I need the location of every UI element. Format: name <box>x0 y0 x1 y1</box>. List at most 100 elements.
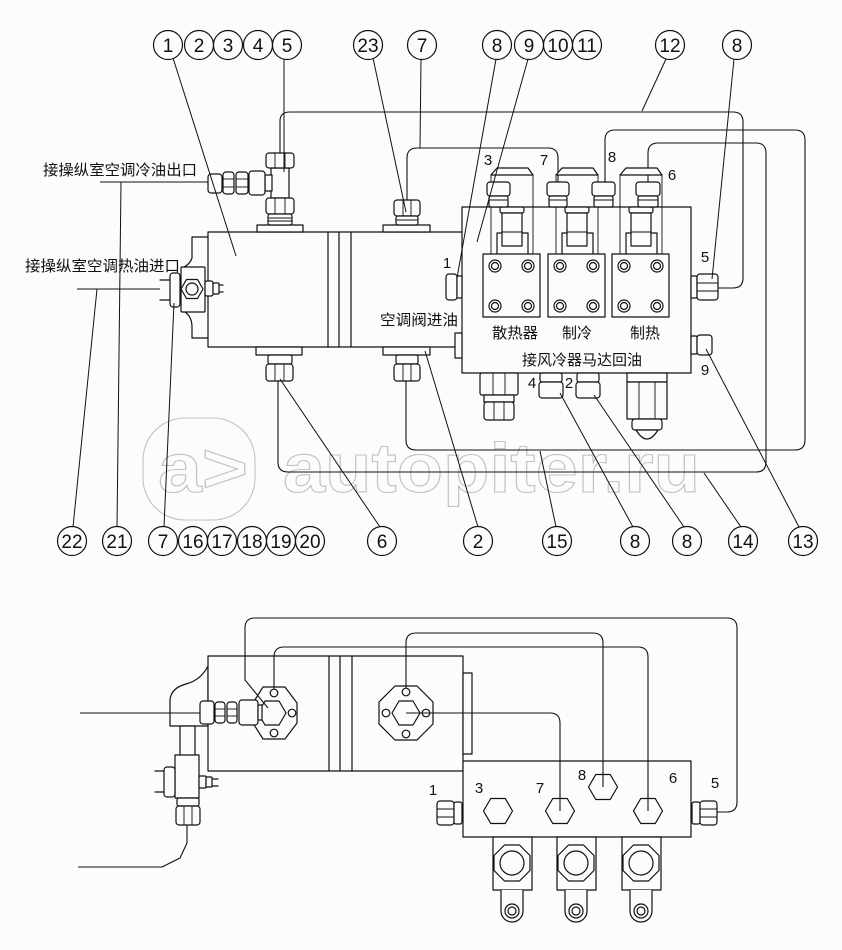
callout-circle <box>541 525 573 557</box>
fitting-23-adapter <box>395 215 419 226</box>
port-2-nut <box>575 381 601 399</box>
connector-eye <box>504 903 520 919</box>
callout-3: 3 <box>212 29 244 61</box>
chain-nut <box>199 700 215 725</box>
callout-number: 7 <box>158 532 169 553</box>
callout-8-b: 8 <box>721 29 753 61</box>
bolt-hole <box>401 729 411 739</box>
fitting-6-nut <box>265 363 294 382</box>
leader-13 <box>705 348 800 528</box>
label-ac-valve-oil-inlet: 空调阀进油 <box>380 311 458 329</box>
callout-number: 14 <box>732 532 754 553</box>
callout-number: 22 <box>61 532 82 553</box>
connector-eye-inner <box>507 906 517 916</box>
callout-circle <box>721 29 753 61</box>
label-cold-oil-outlet: 接操纵室空调冷油出口 <box>43 161 197 179</box>
body-side-bump <box>169 665 209 727</box>
chain-nut <box>222 171 235 195</box>
callout-number: 4 <box>253 36 264 57</box>
callout-circle <box>481 29 513 61</box>
callout-17: 17 <box>206 525 238 557</box>
pipes-top-view <box>77 111 806 473</box>
callout-number: 10 <box>547 36 568 57</box>
callout-19: 19 <box>265 525 297 557</box>
solenoid-coil-radiator <box>492 836 533 923</box>
label-fan-cooler-motor-return: 接风冷器马达回油 <box>522 351 642 369</box>
leader-8 <box>559 392 634 528</box>
pipe-14 <box>277 142 767 473</box>
outlet-nut <box>175 805 201 826</box>
bolt-inner <box>619 301 629 311</box>
callout-5: 5 <box>271 29 303 61</box>
mushroom-cap <box>619 167 663 176</box>
cartridge-bracket <box>625 232 658 255</box>
bolt-inner <box>588 261 598 271</box>
callout-number: 23 <box>357 36 378 57</box>
callout-circle <box>571 29 603 61</box>
port-1-nut <box>445 273 458 301</box>
cartridge-nut <box>628 206 654 214</box>
bolt <box>521 299 535 313</box>
callout-8-d: 8 <box>671 525 703 557</box>
port-8-nut <box>591 181 616 197</box>
callout-6: 6 <box>366 525 398 557</box>
callout-22: 22 <box>56 525 88 557</box>
port-7-adapter <box>548 195 568 208</box>
callout-circle <box>619 525 651 557</box>
callout-number: 11 <box>577 36 597 57</box>
bottom-plug-nut <box>483 401 515 421</box>
callout-circle <box>366 525 398 557</box>
port-label-4: 4 <box>528 375 536 392</box>
callout-number: 19 <box>270 532 291 553</box>
watermark-text: autopiter.ru <box>283 429 700 507</box>
port-8-adapter <box>593 195 614 208</box>
bolt-inner <box>588 301 598 311</box>
banjo-bolt <box>169 272 181 308</box>
leader-7 <box>163 302 175 528</box>
callout-number: 21 <box>106 532 127 553</box>
label-radiator: 散热器 <box>492 324 538 342</box>
banjo-bolt <box>163 766 176 798</box>
port-5-adapter <box>690 275 698 299</box>
flange-bottom-left <box>255 346 303 356</box>
callout-4: 4 <box>242 29 274 61</box>
port-9-adapter <box>690 335 698 355</box>
callout-2-b: 2 <box>462 525 494 557</box>
port-label-3: 3 <box>484 152 492 169</box>
leader-23 <box>372 57 407 213</box>
ac-valve-block-lower <box>436 760 718 923</box>
annotations-top-view: 接操纵室空调冷油出口 接操纵室空调热油进口 空调阀进油 散热器 制冷 制热 接风… <box>25 161 660 369</box>
label-heating: 制热 <box>630 324 660 342</box>
bolt-hole <box>269 728 279 738</box>
callout-2: 2 <box>183 29 215 61</box>
bolt <box>650 259 664 273</box>
port-label-7: 7 <box>536 780 544 797</box>
outlet-adapter <box>176 797 200 807</box>
bolt <box>488 259 502 273</box>
cartridge <box>501 212 523 247</box>
chain-nut <box>235 171 249 195</box>
coil-plate <box>482 253 541 318</box>
bottom-plug-ring <box>483 394 515 403</box>
chain-adapter <box>257 704 263 721</box>
bolt <box>617 299 631 313</box>
bolt-inner <box>490 301 500 311</box>
callout-circle <box>462 525 494 557</box>
callout-circle <box>147 525 179 557</box>
port-1-adapter <box>456 275 463 299</box>
callout-number: 5 <box>282 36 293 57</box>
callout-15: 15 <box>541 525 573 557</box>
callout-7-a: 7 <box>406 29 438 61</box>
callout-circle <box>352 29 384 61</box>
port-5-nut <box>699 800 718 826</box>
port-numbers-bottom-view: 1 3 7 8 6 5 <box>429 767 719 799</box>
solenoid-unit-heating <box>611 167 670 318</box>
chain-nut <box>214 701 226 724</box>
callout-number: 1 <box>163 36 174 57</box>
chain-nut <box>238 699 259 726</box>
callout-8-c: 8 <box>619 525 651 557</box>
hot-oil-inlet-valve <box>159 236 224 339</box>
leader-7 <box>419 58 422 149</box>
callout-circle <box>727 525 759 557</box>
callout-number: 8 <box>630 532 641 553</box>
